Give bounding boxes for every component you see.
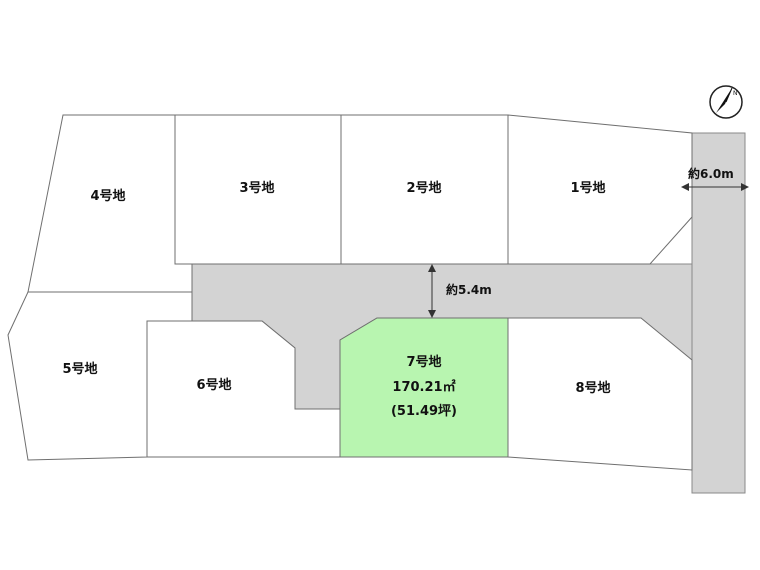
lot-label-3: 3号地 (239, 180, 274, 196)
lot-6[interactable] (146, 320, 341, 458)
north-label: N (733, 90, 738, 97)
lot-1[interactable] (507, 114, 693, 265)
lot-label-7: 7号地 (406, 354, 441, 370)
lot-label-4: 4号地 (90, 188, 125, 204)
lot-7[interactable] (339, 317, 509, 458)
lot-label-5: 5号地 (62, 361, 97, 377)
lot-7-area-tsubo: (51.49坪) (391, 404, 457, 419)
inner-road-width-label: 約5.4m (446, 282, 492, 297)
lot-7-area-m2: 170.21㎡ (392, 379, 455, 395)
main-road-width-label: 約6.0m (688, 166, 734, 181)
lot-label-6: 6号地 (196, 377, 231, 393)
lot-label-8: 8号地 (575, 380, 610, 396)
north-arrow-icon: N (709, 85, 743, 119)
lot-label-2: 2号地 (406, 180, 441, 196)
lot-8[interactable] (507, 317, 693, 471)
lot-label-1: 1号地 (570, 180, 605, 196)
